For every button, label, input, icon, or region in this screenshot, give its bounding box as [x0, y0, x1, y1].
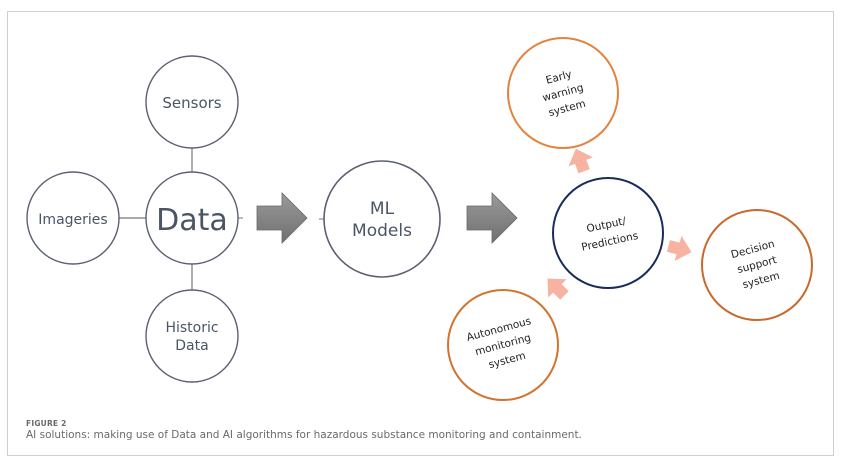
figure-caption-text: AI solutions: making use of Data and AI … [26, 429, 582, 441]
node-ml-models: ML Models [323, 160, 441, 278]
arrow-output-to-decision [666, 235, 692, 262]
node-data-label: Data [156, 203, 228, 238]
node-decision-support-system: Decision support system [701, 209, 813, 321]
node-sensors-label: Sensors [162, 94, 221, 112]
node-ml-label-line1: ML [370, 199, 395, 219]
node-sensors: Sensors [145, 55, 239, 149]
node-historic-label-line1: Historic [165, 320, 218, 336]
figure-caption: FIGURE 2 AI solutions: making use of Dat… [26, 419, 582, 441]
node-historic-data: Historic Data [145, 289, 239, 383]
node-historic-label-line2: Data [175, 338, 208, 354]
node-output-predictions: Output/ Predictions [552, 177, 664, 289]
arrow-output-to-autonomous [547, 278, 569, 300]
figure-label: FIGURE 2 [26, 419, 67, 428]
arrow-output-to-early-warning [568, 148, 593, 174]
node-autonomous-monitoring-system: Autonomous monitoring system [447, 289, 559, 401]
flow-arrow-data-to-ml [256, 192, 308, 244]
node-imageries: Imageries [26, 171, 120, 265]
flow-arrow-ml-to-output [466, 192, 518, 244]
node-early-warning-system: Early warning system [507, 37, 619, 149]
node-ml-label-line2: Models [352, 221, 412, 241]
node-data: Data [145, 171, 239, 265]
node-imageries-label: Imageries [38, 212, 107, 228]
